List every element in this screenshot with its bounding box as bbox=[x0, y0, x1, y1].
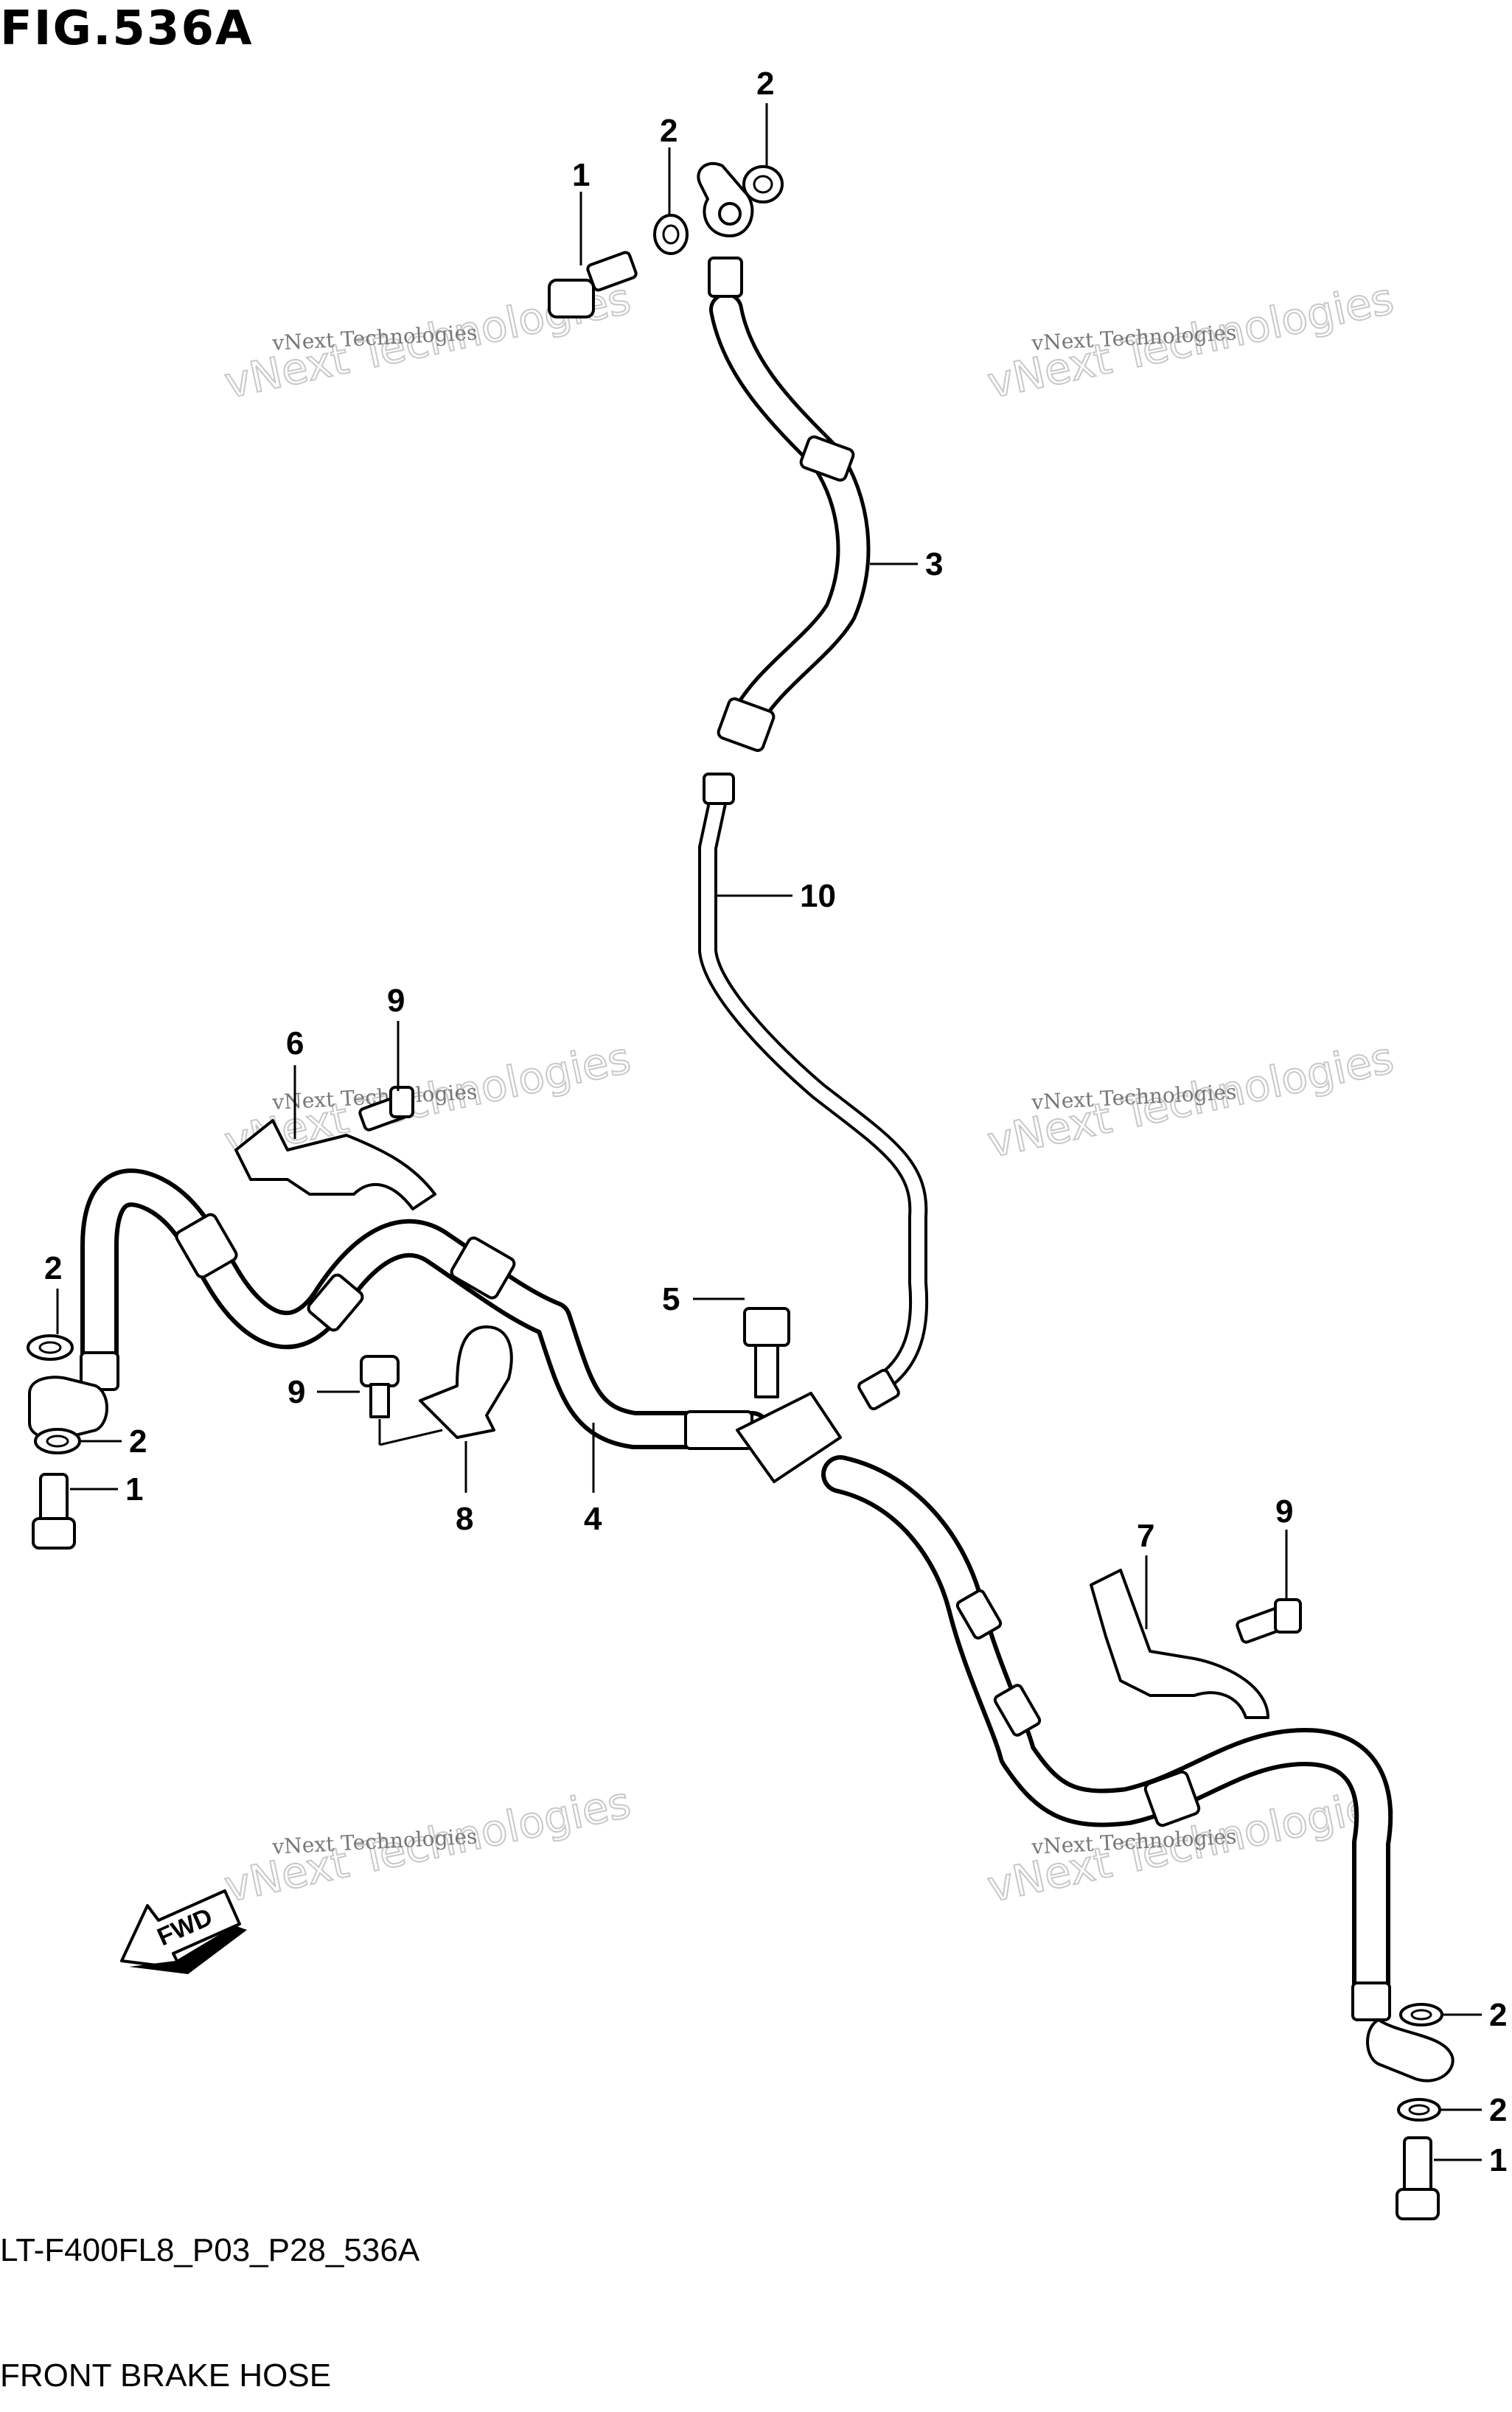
callout-7: 7 bbox=[1137, 1518, 1154, 1554]
callout-2-right-lower: 2 bbox=[1489, 2092, 1507, 2128]
clamp-part-6 bbox=[234, 1119, 436, 1210]
callout-1-right: 1 bbox=[1489, 2142, 1507, 2178]
washer-part-2-top-left bbox=[653, 214, 689, 255]
bolt-part-9-mid bbox=[360, 1355, 400, 1418]
bolt-part-1-top bbox=[548, 251, 638, 318]
callout-9-top: 9 bbox=[387, 983, 405, 1019]
callout-8: 8 bbox=[456, 1501, 473, 1537]
callout-2-right-upper: 2 bbox=[1489, 1997, 1507, 2033]
bolt-part-1-left bbox=[32, 1473, 76, 1550]
right-hose bbox=[821, 1455, 1454, 2082]
callout-2-top-right: 2 bbox=[756, 66, 774, 102]
washer-part-2-right-upper bbox=[1399, 2003, 1443, 2026]
callout-numbers: 1 2 2 3 10 6 9 2 2 1 5 9 8 4 7 9 2 2 1 bbox=[44, 66, 1507, 2178]
joint-block bbox=[736, 1307, 842, 1483]
callout-6: 6 bbox=[286, 1025, 304, 1062]
bolt-part-1-right bbox=[1396, 2136, 1440, 2220]
clamp-part-8 bbox=[419, 1325, 513, 1439]
callout-1-top: 1 bbox=[572, 157, 590, 193]
upper-hose-part-3 bbox=[697, 161, 871, 753]
brake-pipe-part-10 bbox=[698, 773, 929, 1411]
clamp-part-7 bbox=[1090, 1569, 1269, 1719]
figure-code: LT-F400FL8_P03_P28_536A bbox=[0, 2232, 420, 2268]
callout-2-left-lower: 2 bbox=[129, 1423, 147, 1460]
callout-5: 5 bbox=[662, 1281, 680, 1317]
washer-part-2-left-lower bbox=[34, 1428, 81, 1454]
left-hose-part-4 bbox=[28, 1168, 771, 1450]
washer-part-2-right-lower bbox=[1397, 2098, 1441, 2122]
bolt-part-9-top bbox=[358, 1086, 414, 1132]
callout-9-mid: 9 bbox=[288, 1374, 305, 1410]
callout-1-left: 1 bbox=[125, 1471, 143, 1508]
bolt-part-9-right bbox=[1236, 1598, 1302, 1644]
fwd-arrow: FWD bbox=[120, 1889, 247, 1974]
callout-2-top-left: 2 bbox=[660, 113, 677, 149]
washer-part-2-left-upper bbox=[27, 1334, 74, 1361]
figure-title: FIG.536A bbox=[0, 1, 254, 56]
washer-part-2-top-right bbox=[742, 165, 784, 203]
callout-2-left-upper: 2 bbox=[44, 1250, 62, 1286]
callout-10: 10 bbox=[800, 878, 836, 914]
leader-lines bbox=[56, 103, 1482, 2161]
callout-4: 4 bbox=[584, 1501, 602, 1537]
figure-name: FRONT BRAKE HOSE bbox=[0, 2357, 332, 2394]
callout-3: 3 bbox=[925, 546, 943, 582]
callout-9-right: 9 bbox=[1275, 1493, 1293, 1530]
